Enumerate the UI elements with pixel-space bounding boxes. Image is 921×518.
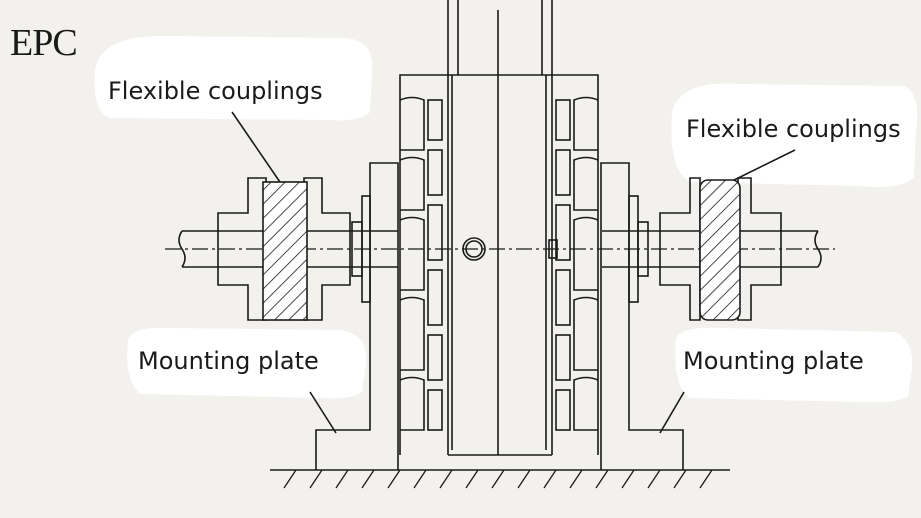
fins-right [555, 96, 599, 431]
label-flexible-couplings-right: Flexible couplings [686, 115, 901, 143]
ground-hatch [283, 469, 713, 489]
leader-fc-left [231, 111, 283, 186]
brand-logo-text: EPC [10, 22, 78, 64]
label-flexible-couplings-left: Flexible couplings [108, 77, 323, 105]
mounting-plate-right [600, 162, 684, 470]
coupling-insert-left [262, 181, 308, 321]
coupling-right-hub [737, 177, 782, 321]
label-panels [94, 35, 918, 403]
leader-fc-right [727, 149, 796, 184]
label-mounting-plate-left: Mounting plate [138, 347, 319, 375]
leader-mp-right [659, 391, 685, 434]
coupling-insert-right [699, 179, 741, 321]
brake-housing [399, 74, 599, 455]
label-mounting-plate-right: Mounting plate [683, 347, 864, 375]
leader-mp-left [309, 391, 337, 434]
mounting-plate-left [315, 162, 399, 470]
fins-left [399, 96, 443, 431]
